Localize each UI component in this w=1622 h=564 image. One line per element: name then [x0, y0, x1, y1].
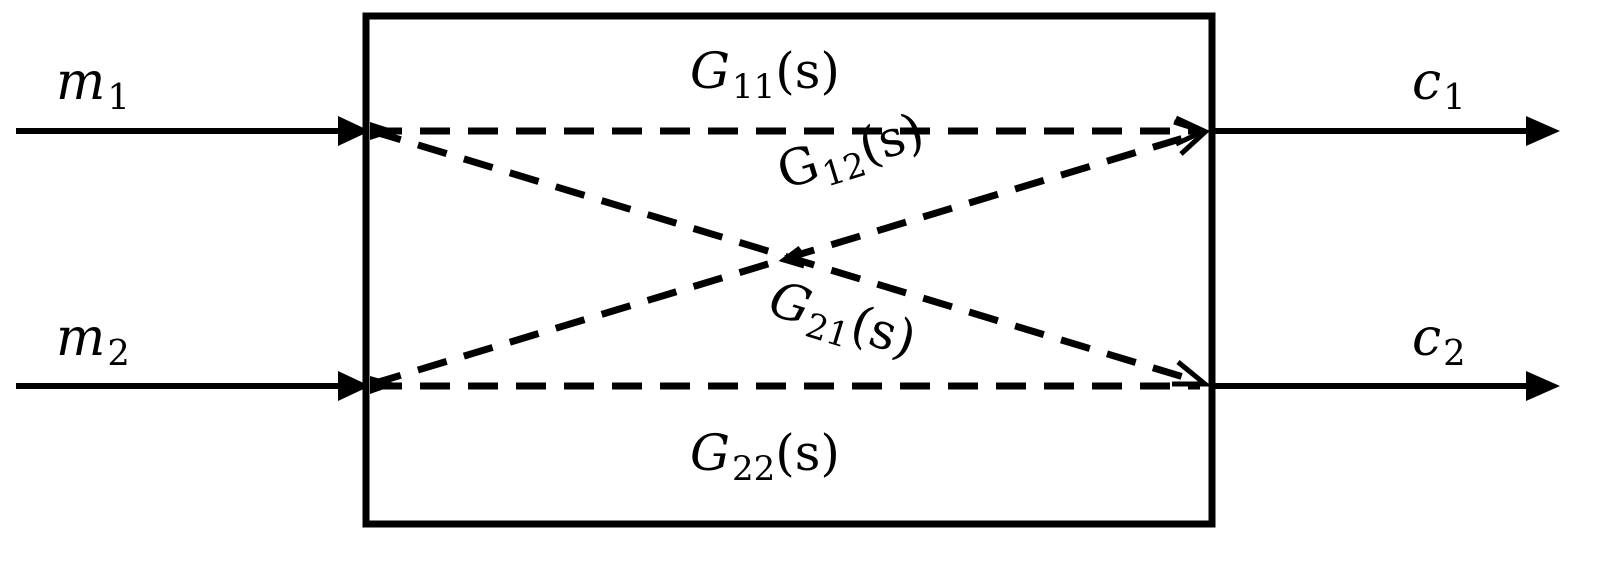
label-c2-base: c — [1412, 308, 1442, 368]
path-g22-arrowhead — [1172, 360, 1213, 387]
label-g22: G22(s) — [690, 428, 840, 486]
label-g22-base: G — [690, 424, 730, 482]
system-block — [362, 12, 1216, 528]
label-g22-arg: (s) — [775, 424, 840, 482]
label-g11-sub: 11 — [731, 66, 776, 107]
label-c1-sub: 1 — [1443, 76, 1466, 118]
label-m1: m1 — [56, 56, 130, 115]
input-arrowhead-m2 — [338, 371, 370, 401]
crossing-pointer — [778, 246, 805, 269]
left-stub-bottom — [370, 376, 398, 394]
output-arrowhead-c1 — [1526, 116, 1560, 146]
output-arrowhead-c2 — [1526, 371, 1560, 401]
label-g22-sub: 22 — [731, 448, 776, 489]
label-m1-sub: 1 — [107, 76, 130, 118]
label-c2-sub: 2 — [1443, 332, 1466, 374]
left-stub-top — [370, 122, 398, 140]
label-m2-sub: 2 — [107, 332, 130, 374]
label-g11-base: G — [690, 42, 730, 100]
label-m2: m2 — [56, 312, 130, 371]
label-m2-base: m — [56, 308, 106, 368]
label-c2: c2 — [1412, 312, 1466, 371]
label-g11: G11(s) — [690, 46, 840, 104]
path-g12-arrowhead — [1173, 119, 1210, 156]
input-arrowhead-m1 — [338, 116, 370, 146]
label-c1: c1 — [1412, 56, 1466, 115]
label-c1-base: c — [1412, 52, 1442, 112]
label-m1-base: m — [56, 52, 106, 112]
label-g11-arg: (s) — [775, 42, 840, 100]
